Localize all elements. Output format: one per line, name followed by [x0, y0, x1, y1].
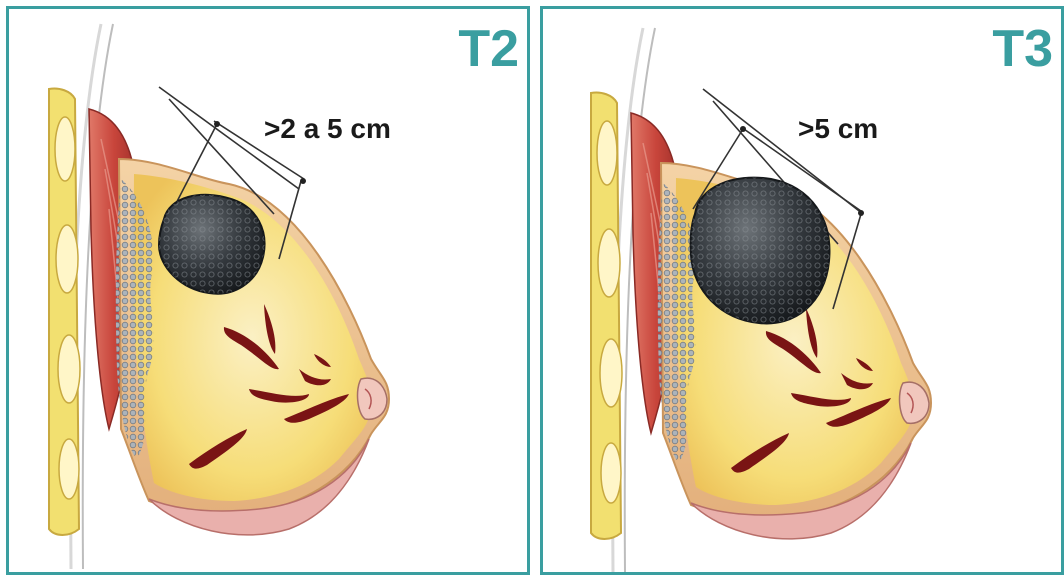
tumor-illustration: [691, 178, 830, 324]
t3-breast-illustration: [543, 9, 1061, 572]
breast-anatomy-illustration: [49, 24, 389, 569]
stage-label-t3: T3: [992, 23, 1053, 75]
size-label-t3: >5 cm: [798, 115, 878, 143]
size-label-t2: >2 a 5 cm: [264, 115, 391, 143]
panel-t3: T3 >5 cm: [540, 6, 1064, 575]
panel-t2: T2 >2 a 5 cm: [6, 6, 530, 575]
stage-label-t2: T2: [458, 23, 519, 75]
t2-breast-illustration: [9, 9, 527, 572]
